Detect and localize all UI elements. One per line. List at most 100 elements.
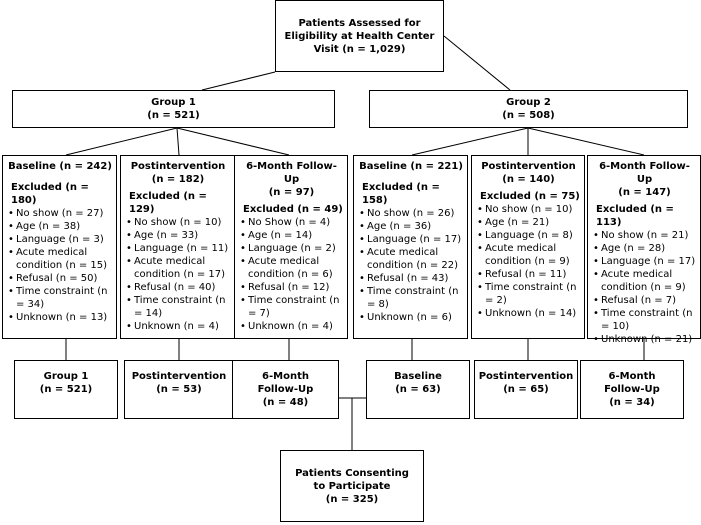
exclusion-reason: Time constraint (n = 2) <box>477 281 580 307</box>
result-line: (n = 34) <box>609 397 655 408</box>
exclusion-reason: Refusal (n = 43) <box>359 272 463 285</box>
phase-header: (n = 182) <box>151 174 205 185</box>
group1-box: Group 1 (n = 521) <box>12 90 335 128</box>
excluded-count: Excluded (n = 129) <box>129 191 207 215</box>
exclusion-reason: Acute medical condition (n = 17) <box>126 255 230 281</box>
phase-header: (n = 140) <box>502 174 555 185</box>
result-line: (n = 63) <box>395 384 441 395</box>
exclusion-reason: Time constraint (n = 10) <box>593 307 696 333</box>
group2-n: (n = 508) <box>502 110 555 121</box>
phase-header: Baseline (n = 221) <box>359 161 463 172</box>
exclusion-reason: Language (n = 11) <box>126 242 230 255</box>
exclusion-reason: Age (n = 14) <box>240 229 343 242</box>
phase-header: (n = 147) <box>618 187 671 198</box>
exclusion-reason: Acute medical condition (n = 22) <box>359 246 463 272</box>
exclusion-reasons-list: No Show (n = 4)Age (n = 14)Language (n =… <box>240 216 343 333</box>
result-box-5: Postintervention (n = 65) <box>474 360 578 419</box>
result-line: Postintervention <box>478 371 574 382</box>
exclusion-reasons-list: No show (n = 10)Age (n = 21)Language (n … <box>477 203 580 320</box>
exclusion-reason: Unknown (n = 13) <box>8 311 112 324</box>
assessed-box: Patients Assessed for Eligibility at Hea… <box>275 0 444 72</box>
phase-box-3: 6-Month Follow-Up(n = 97)Excluded (n = 4… <box>234 155 348 339</box>
exclusion-reason: Refusal (n = 12) <box>240 281 343 294</box>
consenting-line3: (n = 325) <box>325 493 379 505</box>
exclusion-reason: Time constraint (n = 14) <box>126 294 230 320</box>
exclusion-reason: No show (n = 21) <box>593 229 696 242</box>
connector-top-group1 <box>201 71 276 91</box>
exclusion-reasons-list: No show (n = 10)Age (n = 33)Language (n … <box>126 216 230 333</box>
phase-box-2: Postintervention (n = 182) Excluded (n = 1… <box>120 155 235 339</box>
phase-box-6: 6-Month Follow-Up (n = 147) Excluded (n = … <box>587 155 701 346</box>
exclusion-reason: Unknown (n = 21) <box>593 333 696 346</box>
exclusion-reason: Refusal (n = 7) <box>593 294 696 307</box>
exclusion-reason: Unknown (n = 4) <box>240 320 343 333</box>
phase-box-1: Baseline (n = 242) Excluded (n = 180)No s… <box>2 155 117 339</box>
exclusion-reason: Unknown (n = 4) <box>126 320 230 333</box>
phase-header: Baseline (n = 242) <box>8 161 112 172</box>
result-line: 6-Month <box>262 371 309 382</box>
phase-header: Postintervention <box>130 161 226 172</box>
phase-header: Postintervention <box>481 161 576 172</box>
exclusion-reason: Time constraint (n = 7) <box>240 294 343 320</box>
exclusion-reason: Language (n = 8) <box>477 229 580 242</box>
exclusion-reason: Language (n = 2) <box>240 242 343 255</box>
result-line: Follow-Up <box>257 384 314 395</box>
result-line: Postintervention <box>131 371 227 382</box>
phase-header: 6-Month Follow-Up <box>246 161 337 185</box>
excluded-count: Excluded (n = 113) <box>596 204 674 228</box>
exclusion-reason: Acute medical condition (n = 9) <box>593 268 696 294</box>
consenting-line1: Patients Consenting <box>295 467 409 479</box>
result-line: (n = 65) <box>503 384 549 395</box>
exclusion-reason: No show (n = 10) <box>477 203 580 216</box>
exclusion-reason: Age (n = 38) <box>8 220 112 233</box>
exclusion-reason: Acute medical condition (n = 9) <box>477 242 580 268</box>
exclusion-reasons-list: No show (n = 26)Age (n = 36)Language (n … <box>359 207 463 324</box>
exclusion-reason: Time constraint (n = 8) <box>359 285 463 311</box>
result-box-1: Group 1 (n = 521) <box>14 360 118 419</box>
connector-group1-post <box>176 127 180 156</box>
exclusion-reason: No show (n = 10) <box>126 216 230 229</box>
group2-box: Group 2 (n = 508) <box>369 90 688 128</box>
exclusion-reasons-list: No show (n = 27)Age (n = 38)Language (n … <box>8 207 112 324</box>
phase-box-5: Postintervention (n = 140) Excluded (n = 7… <box>471 155 585 339</box>
assessed-line3: Visit (n = 1,029) <box>313 43 406 55</box>
phase-header: 6-Month Follow-Up <box>599 161 690 185</box>
exclusion-reason: Acute medical condition (n = 6) <box>240 255 343 281</box>
result-line: (n = 48) <box>262 397 309 408</box>
exclusion-reason: Acute medical condition (n = 15) <box>8 246 112 272</box>
exclusion-reason: Age (n = 21) <box>477 216 580 229</box>
exclusion-reason: Language (n = 3) <box>8 233 112 246</box>
assessed-line1: Patients Assessed for <box>298 17 421 29</box>
consenting-line2: to Participate <box>313 480 391 492</box>
result-box-2: Postintervention (n = 53) <box>124 360 234 419</box>
exclusion-reason: Unknown (n = 6) <box>359 311 463 324</box>
group1-n: (n = 521) <box>147 110 200 121</box>
exclusion-reason: Time constraint (n = 34) <box>8 285 112 311</box>
result-line: (n = 521) <box>39 384 93 395</box>
excluded-count: Excluded (n = 180) <box>11 182 89 206</box>
result-line: Group 1 <box>43 371 89 382</box>
excluded-count: Excluded (n = 75) <box>480 191 580 202</box>
phase-header: (n = 97) <box>268 187 315 198</box>
exclusion-reason: Age (n = 33) <box>126 229 230 242</box>
exclusion-reason: Language (n = 17) <box>359 233 463 246</box>
exclusion-reason: Refusal (n = 11) <box>477 268 580 281</box>
connector-top-group2 <box>443 35 511 91</box>
exclusion-reason: No show (n = 27) <box>8 207 112 220</box>
result-box-4: Baseline (n = 63) <box>366 360 470 419</box>
connector-group1-baseline <box>65 127 178 156</box>
exclusion-reason: No show (n = 26) <box>359 207 463 220</box>
consenting-box: Patients Consenting to Participate (n = … <box>280 450 424 522</box>
result-line: (n = 53) <box>156 384 202 395</box>
result-line: Follow-Up <box>604 384 660 395</box>
exclusion-reason: Refusal (n = 50) <box>8 272 112 285</box>
group2-title: Group 2 <box>506 97 551 108</box>
connector-group2-followup <box>527 127 645 156</box>
exclusion-reason: Language (n = 17) <box>593 255 696 268</box>
result-line: Baseline <box>394 371 442 382</box>
exclusion-reason: Age (n = 28) <box>593 242 696 255</box>
group1-title: Group 1 <box>151 97 196 108</box>
connector-group2-baseline <box>411 127 529 156</box>
